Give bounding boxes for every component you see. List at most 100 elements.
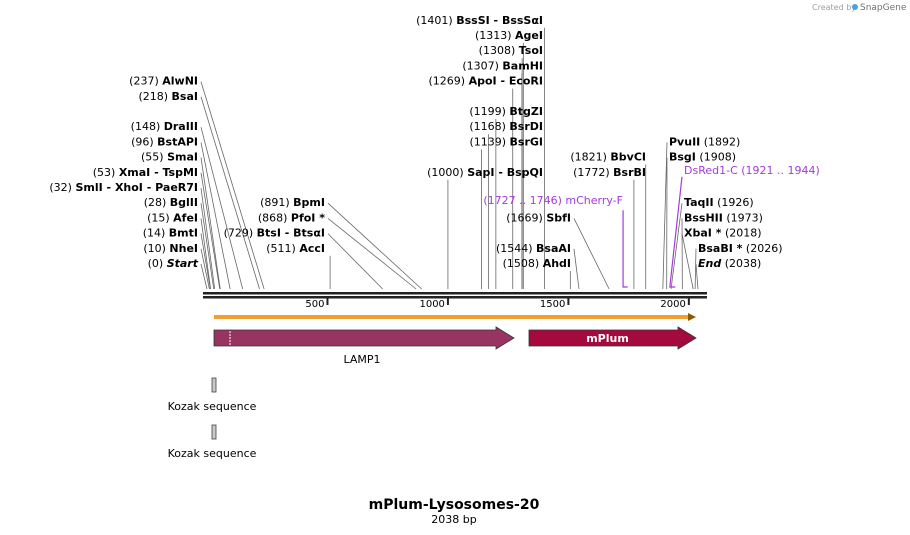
- site-name: AhdI: [543, 257, 571, 270]
- site-name: XbaI *: [684, 227, 722, 240]
- backbone-top-strand: [203, 292, 707, 295]
- site-position: (1973): [723, 211, 763, 224]
- site-name: TaqII: [684, 196, 714, 209]
- site-position: (1168): [469, 120, 509, 133]
- site-leader: [694, 248, 697, 290]
- site-name: BbvCI: [610, 151, 646, 164]
- site-name: SapI - BspQI: [467, 166, 543, 179]
- site-leader: [327, 218, 417, 290]
- site-name: PvuII: [669, 135, 700, 148]
- site-position: (218): [138, 90, 171, 103]
- site-position: (32): [49, 181, 75, 194]
- kozak-box: [211, 377, 217, 393]
- site-label: (1313) AgeI: [475, 29, 543, 42]
- site-label: (0) Start: [148, 257, 199, 270]
- lamp1-label: LAMP1: [343, 353, 380, 366]
- site-name: AlwNI: [162, 75, 198, 88]
- snapgene-logo-icon: [852, 4, 858, 10]
- site-leader: [200, 263, 208, 290]
- orf-arrowhead: [688, 313, 696, 321]
- site-name: DraIII: [164, 120, 198, 133]
- site-label: (28) BglII: [144, 196, 198, 209]
- map-title: mPlum-Lysosomes-20: [369, 497, 540, 513]
- site-label: (15) AfeI: [147, 211, 198, 224]
- site-position: (1892): [700, 135, 740, 148]
- primer-mark: [622, 210, 628, 288]
- site-name: BtsI - BtsαI: [257, 227, 325, 240]
- site-label: (729) BtsI - BtsαI: [224, 227, 325, 240]
- site-leader: [200, 187, 216, 290]
- backbone-bottom-strand: [203, 296, 707, 299]
- ruler-tick-label: 500: [305, 299, 324, 310]
- site-name: BtgZI: [509, 105, 543, 118]
- site-position: (891): [260, 196, 293, 209]
- site-label: (1508) AhdI: [503, 257, 571, 270]
- site-label: End (2038): [698, 257, 761, 270]
- site-name: PfoI *: [291, 211, 325, 224]
- ruler-tick: [446, 298, 449, 305]
- site-position: (14): [143, 227, 169, 240]
- site-labels: (0) Start(10) NheI(14) BmtI(15) AfeI(28)…: [49, 14, 782, 270]
- snapgene-credit: Created by SnapGene: [812, 3, 907, 13]
- site-label: (148) DraIII: [131, 120, 198, 133]
- site-name: AgeI: [515, 29, 543, 42]
- site-name: XmaI - TspMI: [119, 166, 198, 179]
- site-name: Start: [167, 257, 199, 270]
- site-label: (14) BmtI: [143, 227, 198, 240]
- site-leader: [327, 202, 422, 290]
- site-label: BssHII (1973): [684, 211, 763, 224]
- site-label: (55) SmaI: [141, 151, 198, 164]
- site-position: (1669): [506, 211, 546, 224]
- site-position: (1000): [427, 166, 467, 179]
- site-label: (1308) TsoI: [479, 44, 543, 57]
- site-label: (1307) BamHI: [462, 59, 543, 72]
- primer-label: (1727 .. 1746) mCherry-F: [483, 194, 623, 207]
- site-label: TaqII (1926): [684, 196, 754, 209]
- site-leader: [695, 263, 699, 290]
- site-leader: [670, 203, 683, 290]
- site-name: BglII: [170, 196, 198, 209]
- site-name: BssHII: [684, 211, 723, 224]
- kozak-label: Kozak sequence: [168, 400, 257, 413]
- site-name: BsgI: [669, 151, 696, 164]
- site-label: (96) BstAPI: [131, 135, 198, 148]
- site-name: BamHI: [502, 59, 543, 72]
- site-position: (1269): [429, 75, 469, 88]
- site-position: (868): [258, 211, 291, 224]
- site-label: BsaBI * (2026): [698, 242, 783, 255]
- site-leader: [200, 172, 221, 290]
- primer-name: mCherry-F: [565, 194, 623, 207]
- site-position: (1401): [416, 14, 456, 27]
- site-label: (32) SmlI - XhoI - PaeR7I: [49, 181, 198, 194]
- ruler-tick: [567, 298, 570, 305]
- ruler-tick-label: 1500: [540, 299, 565, 310]
- site-name: BsrGI: [510, 135, 543, 148]
- site-name: BstAPI: [157, 135, 198, 148]
- site-label: (1168) BsrDI: [469, 120, 543, 133]
- site-position: (511): [266, 242, 299, 255]
- primer-label: DsRed1-C (1921 .. 1944): [684, 164, 820, 177]
- site-name: AccI: [299, 242, 325, 255]
- site-leader: [681, 233, 694, 290]
- primer-range: (1921 .. 1944): [738, 164, 820, 177]
- site-leader: [200, 248, 210, 290]
- site-name: BssSI - BssSαI: [456, 14, 543, 27]
- kozak-box: [211, 424, 217, 440]
- site-name: BsrDI: [509, 120, 543, 133]
- site-position: (1544): [496, 242, 536, 255]
- site-label: (1269) ApoI - EcoRI: [429, 75, 544, 88]
- site-label: (237) AlwNI: [129, 75, 198, 88]
- site-position: (96): [131, 135, 157, 148]
- site-position: (28): [144, 196, 170, 209]
- site-label: PvuII (1892): [669, 135, 740, 148]
- site-leader: [200, 233, 211, 290]
- site-name: NheI: [169, 242, 198, 255]
- site-position: (2018): [721, 227, 761, 240]
- site-leader: [327, 233, 383, 290]
- site-name: AfeI: [173, 211, 198, 224]
- site-position: (2038): [721, 257, 761, 270]
